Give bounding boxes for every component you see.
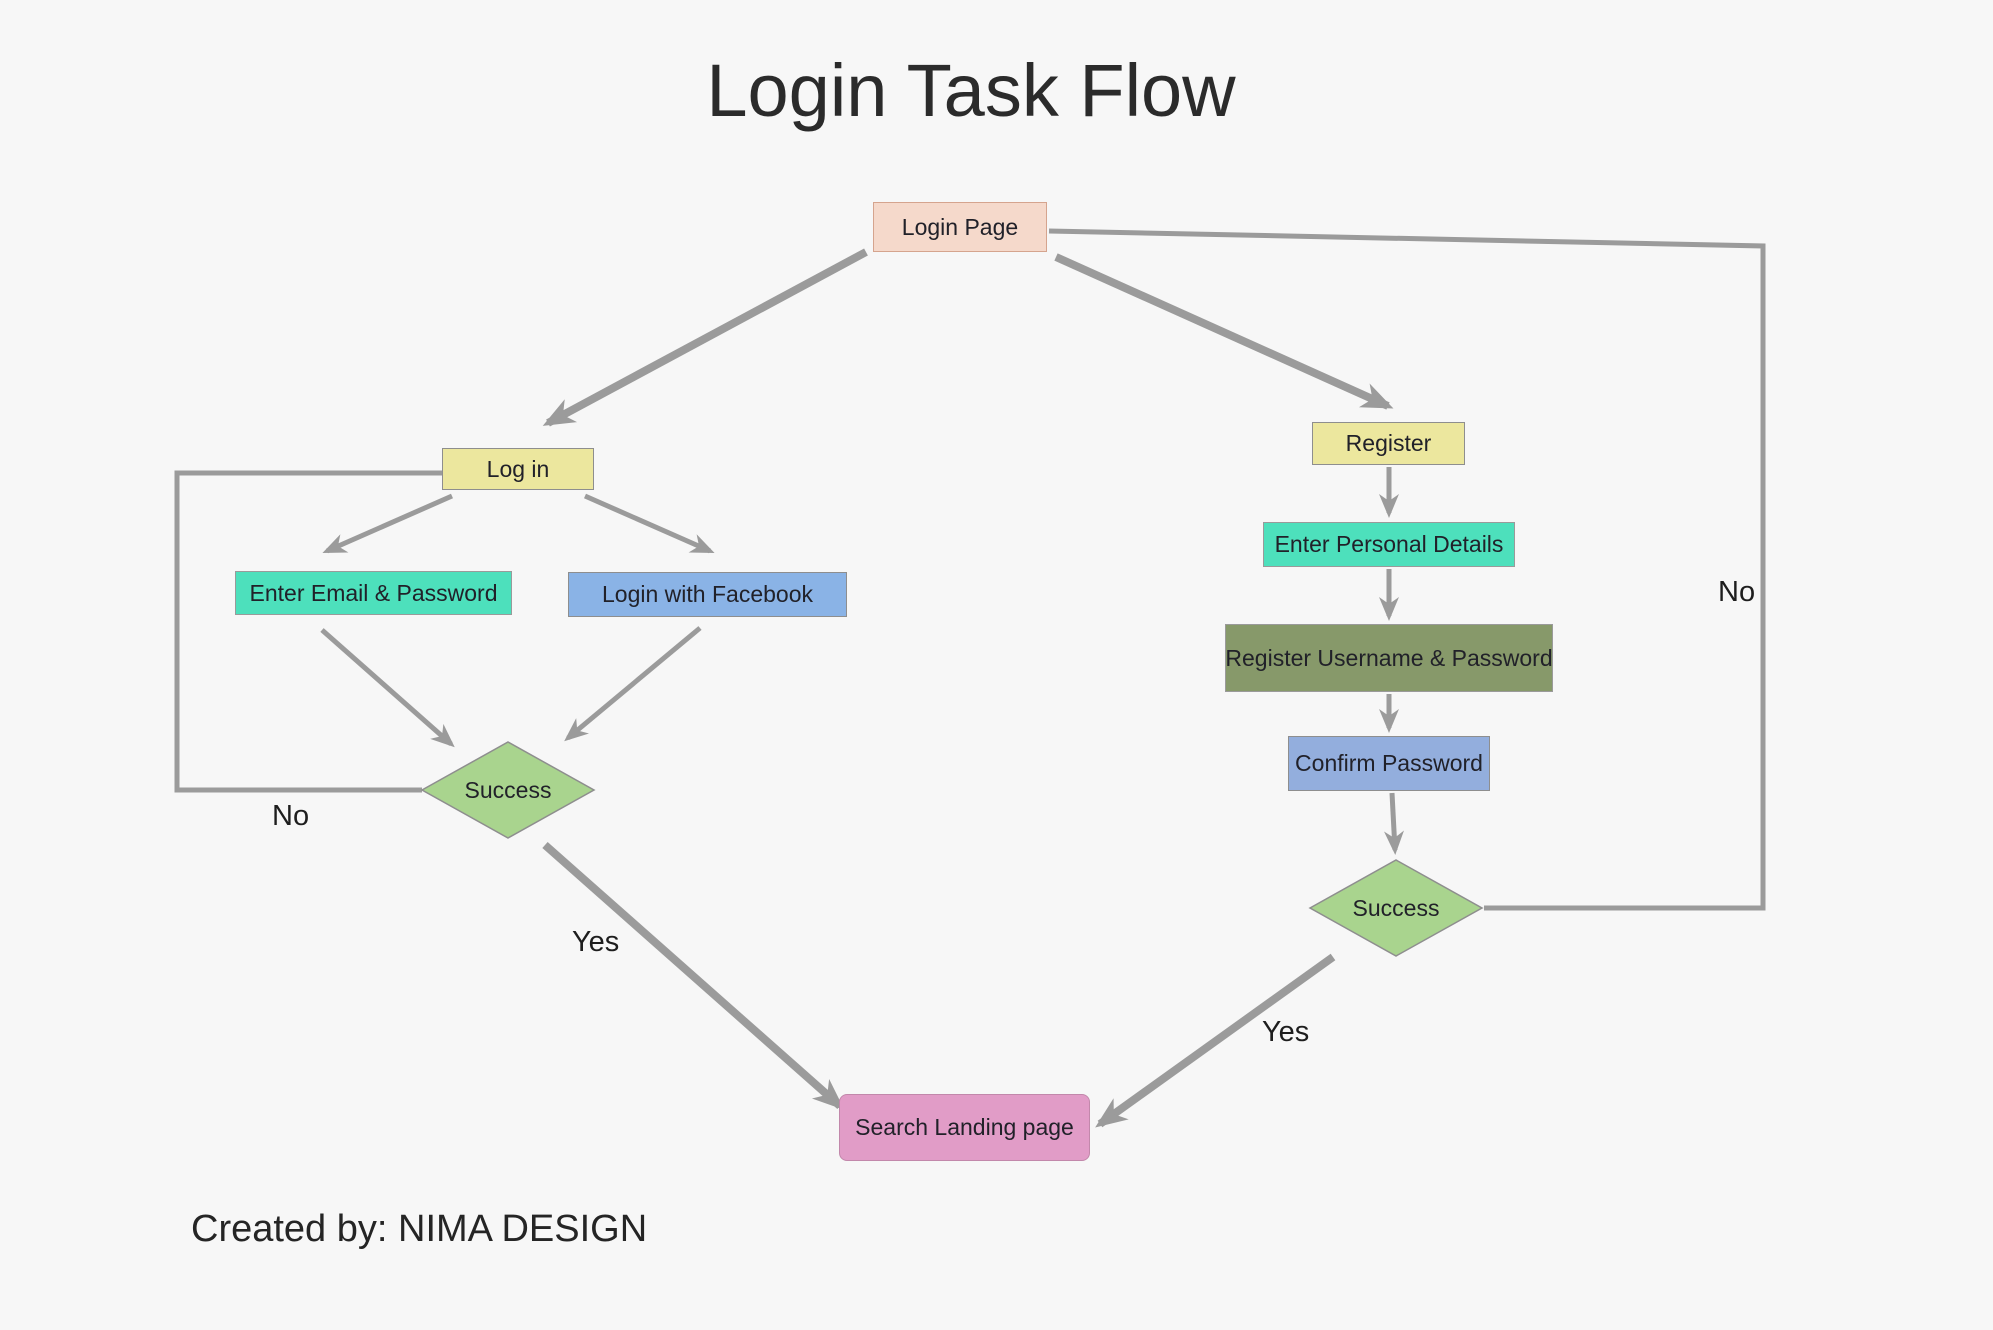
edge-success-register-no-loop — [1048, 228, 1766, 911]
edge-label-no-register: No — [1718, 576, 1756, 608]
node-login-with-facebook: Login with Facebook — [568, 572, 847, 617]
node-success-login-label: Success — [432, 766, 584, 814]
node-enter-email-password-label: Enter Email & Password — [249, 579, 498, 606]
node-search-landing-page-label: Search Landing page — [855, 1114, 1074, 1140]
node-confirm-password: Confirm Password — [1288, 736, 1490, 791]
edge-success-login-no-loop — [174, 470, 442, 793]
node-register-username-password-label: Register Username & Password — [1225, 644, 1553, 671]
node-enter-personal-details-label: Enter Personal Details — [1274, 531, 1504, 557]
edge-log-in-to-facebook — [583, 493, 715, 554]
edge-login-page-to-register — [1054, 253, 1394, 410]
edge-label-no-login: No — [272, 800, 310, 832]
node-login-page: Login Page — [873, 202, 1047, 252]
node-log-in-label: Log in — [486, 455, 550, 482]
node-confirm-password-label: Confirm Password — [1295, 750, 1483, 776]
edge-label-yes-login: Yes — [572, 926, 620, 958]
node-login-with-facebook-label: Login with Facebook — [602, 581, 813, 607]
node-register: Register — [1312, 422, 1465, 465]
edge-success-login-to-search-yes — [542, 842, 845, 1110]
node-register-label: Register — [1345, 430, 1432, 456]
node-success-register-label: Success — [1320, 884, 1472, 932]
node-enter-email-password: Enter Email & Password — [235, 571, 512, 615]
node-register-username-password: Register Username & Password — [1225, 624, 1553, 692]
edge-label-yes-register: Yes — [1262, 1016, 1310, 1048]
footer-credit: Created by: NIMA DESIGN — [191, 1208, 648, 1250]
edge-login-page-to-log-in — [542, 248, 868, 427]
node-log-in: Log in — [442, 448, 594, 490]
node-login-page-label: Login Page — [901, 213, 1019, 240]
success-login-text: Success — [464, 776, 552, 803]
node-enter-personal-details: Enter Personal Details — [1263, 522, 1515, 567]
edge-enter-email-to-success — [320, 628, 455, 748]
node-search-landing-page: Search Landing page — [839, 1094, 1090, 1161]
diamond-success-login — [420, 741, 596, 839]
edge-facebook-to-success — [564, 626, 702, 742]
edge-confirm-to-success — [1384, 792, 1404, 855]
diamond-success-register — [1308, 859, 1484, 957]
success-register-text: Success — [1352, 894, 1440, 921]
page-title: Login Task Flow — [706, 49, 1236, 132]
edge-log-in-to-enter-email — [322, 493, 454, 554]
edge-success-register-to-search-yes — [1095, 953, 1336, 1128]
